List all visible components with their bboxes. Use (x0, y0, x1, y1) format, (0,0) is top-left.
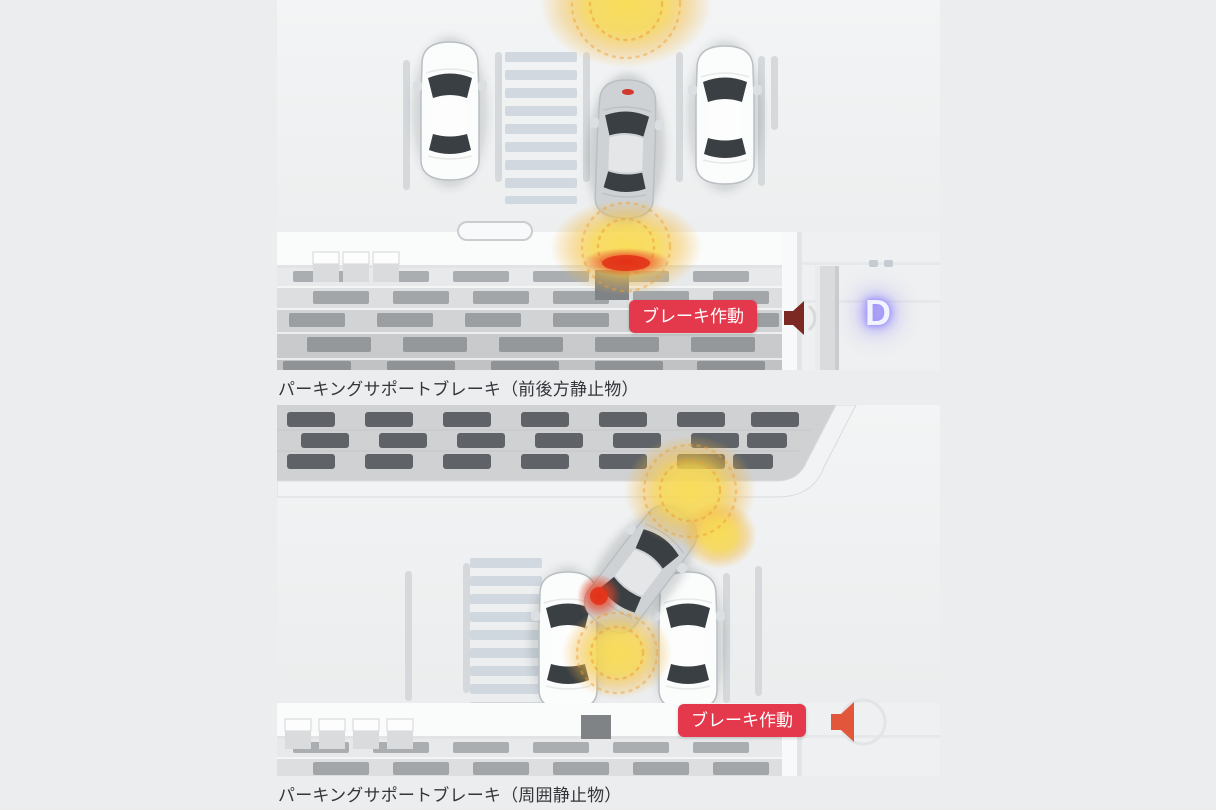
planter-blocks (312, 251, 400, 282)
parking-space-markers (403, 52, 778, 190)
brake-lamp (621, 89, 634, 96)
rear-collision-warning-glow (582, 248, 670, 276)
content-column: ブレーキ作動 D パーキングサポートブレーキ（前後方静止物） (277, 0, 940, 810)
front-detection-glow (624, 435, 757, 569)
speaker-icon (825, 696, 887, 753)
parked-car-right (687, 40, 763, 192)
parked-car-left (412, 36, 488, 188)
parking-structure-edge (277, 232, 940, 370)
illustration-surroundings: ブレーキ作動 (277, 405, 940, 776)
planter-blocks (284, 718, 414, 749)
parking-scene-front-rear (277, 0, 940, 370)
figure-parking-support-brake-front-rear: ブレーキ作動 D パーキングサポートブレーキ（前後方静止物） (277, 0, 940, 405)
brake-activation-badge: ブレーキ作動 (678, 704, 806, 738)
crosswalk (505, 52, 577, 204)
figure-parking-support-brake-surroundings: ブレーキ作動 パーキングサポートブレーキ（周囲静止物） (277, 405, 940, 810)
garage-roof-structure (277, 405, 857, 498)
figure-caption: パーキングサポートブレーキ（前後方静止物） (278, 380, 639, 399)
front-detection-glow (540, 0, 712, 68)
illustration-front-rear: ブレーキ作動 D (277, 0, 940, 370)
speaker-icon (781, 296, 827, 345)
rear-detection-glow (550, 199, 702, 295)
brake-activation-badge: ブレーキ作動 (629, 300, 757, 334)
reversing-car (585, 73, 667, 227)
parking-curb (457, 221, 533, 241)
rear-detection-glow (562, 607, 672, 699)
structure-doorway (581, 715, 611, 739)
indicator-dash (869, 260, 878, 267)
indicator-dash (884, 260, 893, 267)
parked-car-right (650, 566, 726, 718)
shift-position-indicator: D (865, 292, 891, 333)
parking-scene-surroundings (277, 405, 940, 776)
collision-warning-glow (577, 574, 621, 618)
roof-fascia (277, 405, 857, 498)
figure-caption: パーキングサポートブレーキ（周囲静止物） (278, 786, 622, 805)
parking-structure-edge (277, 703, 940, 776)
